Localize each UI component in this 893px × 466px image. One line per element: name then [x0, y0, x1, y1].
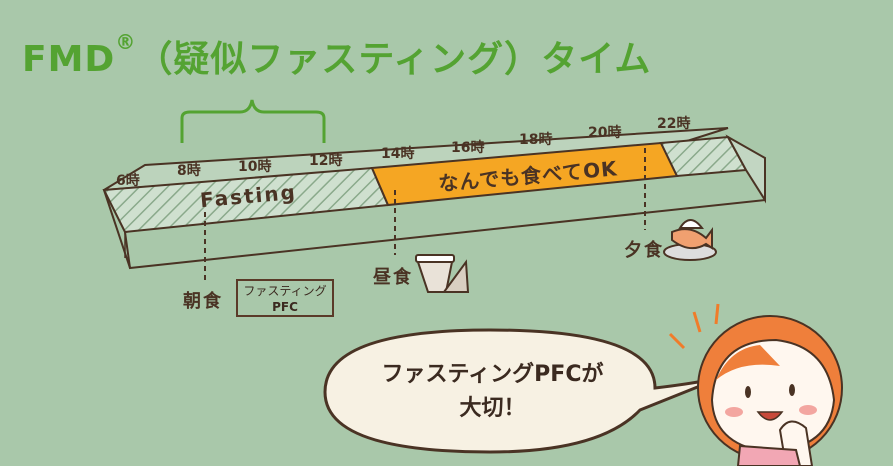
dinner-plate-icon: [664, 220, 716, 260]
hour-label: 10時: [238, 156, 271, 176]
hour-label: 14時: [381, 143, 414, 163]
hour-label: 12時: [309, 150, 342, 170]
bubble-line1: ファスティングPFCが: [345, 358, 640, 392]
hour-label: 20時: [588, 122, 621, 142]
sandwich-icon: [416, 255, 468, 292]
pfc-box-line1: ファスティング: [238, 283, 332, 299]
dinner-label: 夕食: [624, 236, 664, 262]
pfc-box-line2: PFC: [238, 299, 332, 315]
hour-label: 22時: [657, 113, 690, 133]
hour-label: 16時: [451, 137, 484, 157]
speech-bubble-text: ファスティングPFCが 大切！: [345, 358, 640, 426]
hour-label: 18時: [519, 129, 552, 149]
bubble-line2: 大切！: [345, 392, 640, 426]
hour-label: 6時: [116, 170, 140, 190]
fasting-bracket: [182, 100, 324, 143]
lunch-label: 昼食: [373, 263, 413, 289]
breakfast-label: 朝食: [183, 287, 223, 313]
hour-label: 8時: [177, 160, 201, 180]
pfc-box: ファスティング PFC: [236, 279, 334, 317]
